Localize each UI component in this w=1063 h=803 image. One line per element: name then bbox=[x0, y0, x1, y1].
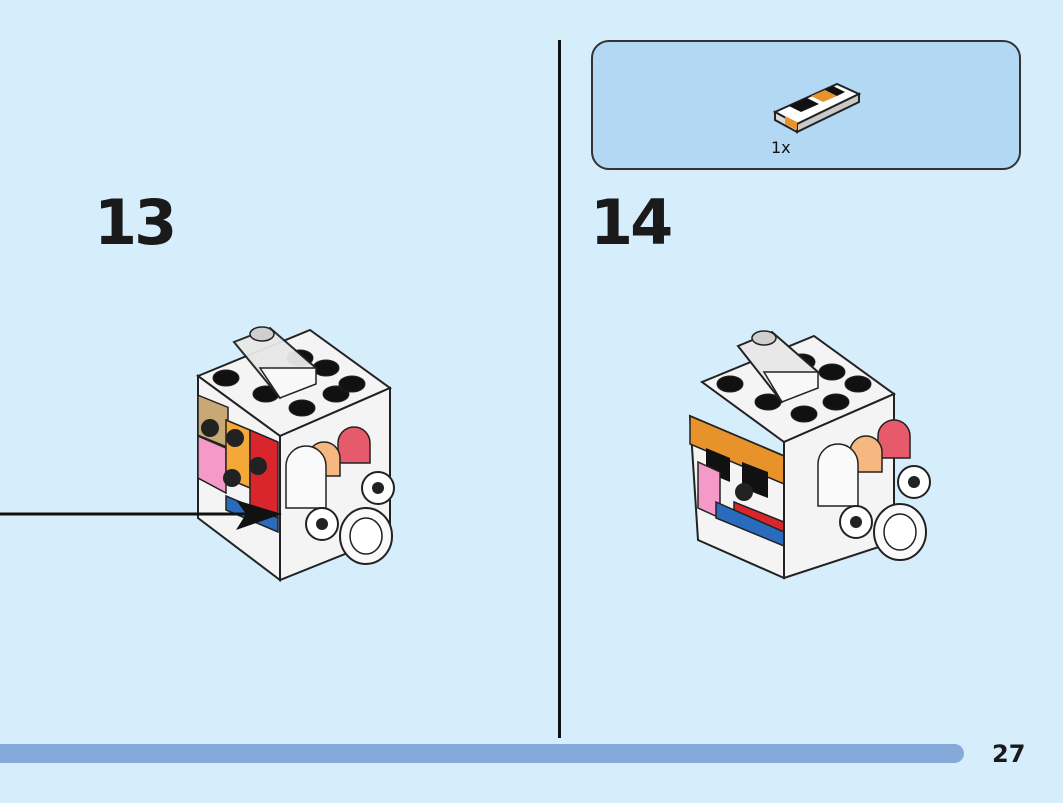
step-number-13: 13 bbox=[94, 186, 177, 259]
part-quantity: 1x bbox=[771, 138, 791, 157]
parts-callout: 1x bbox=[591, 40, 1021, 170]
lego-model-illustration bbox=[688, 330, 931, 580]
step-divider bbox=[558, 40, 561, 738]
tile-printed-part-icon bbox=[772, 82, 862, 134]
page-number: 27 bbox=[992, 740, 1026, 768]
progress-bar bbox=[0, 744, 964, 763]
step-number-14: 14 bbox=[590, 186, 673, 259]
lego-model-illustration bbox=[195, 326, 395, 583]
placement-arrow-icon bbox=[0, 500, 282, 530]
